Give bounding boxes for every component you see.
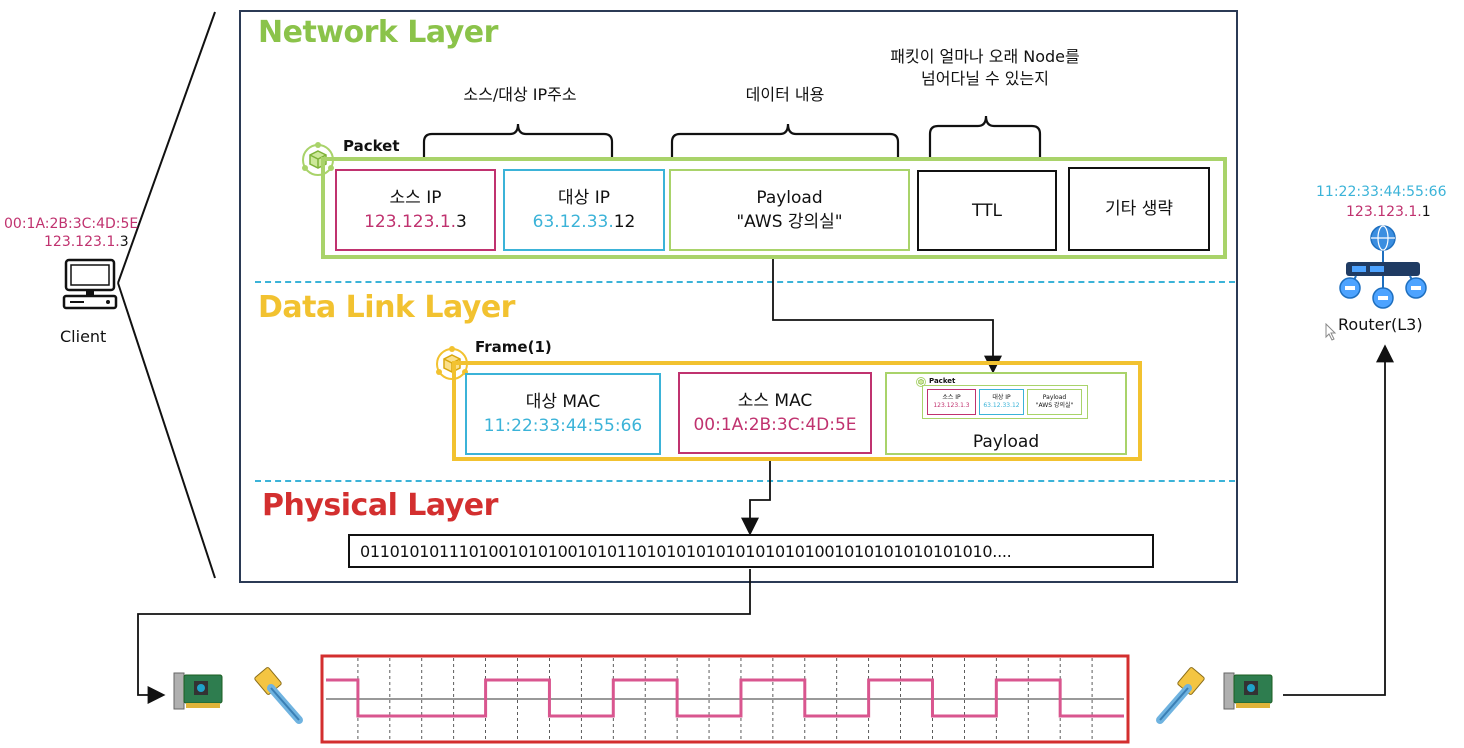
- client-cable-icon: [254, 667, 303, 724]
- packet-src-ip-box: 소스 IP 123.123.1.3: [335, 169, 496, 251]
- mouse-cursor-icon: [1325, 323, 1337, 341]
- router-icon: [1339, 225, 1427, 309]
- packet-etc-label: 기타 생략: [1105, 199, 1173, 219]
- ttl-annotation-line1: 패킷이 얼마나 오래 Node를: [890, 47, 1080, 66]
- packet-src-ip-value: 123.123.1.3: [364, 212, 467, 232]
- router-ip: 123.123.1.1: [1346, 204, 1431, 220]
- physical-layer-title: Physical Layer: [262, 488, 498, 523]
- mini-payload-box: Payload "AWS 강의실": [1027, 389, 1082, 415]
- signal-wave: [326, 678, 1124, 718]
- packet-etc-box: 기타 생략: [1068, 167, 1210, 251]
- frame-dst-mac-value: 11:22:33:44:55:66: [483, 416, 643, 436]
- frame-src-mac-label: 소스 MAC: [737, 391, 813, 411]
- packet-dst-ip-box: 대상 IP 63.12.33.12: [503, 169, 665, 251]
- router-cable-icon: [1156, 667, 1205, 724]
- mini-packet-container: [922, 385, 1088, 419]
- frame-src-mac-value: 00:1A:2B:3C:4D:5E: [693, 415, 857, 435]
- packet-payload-value: "AWS 강의실": [736, 212, 843, 232]
- client-computer-icon: [62, 258, 118, 310]
- data-content-annotation: 데이터 내용: [745, 85, 825, 104]
- packet-dst-ip-label: 대상 IP: [558, 188, 610, 208]
- router-label: Router(L3): [1338, 315, 1423, 334]
- client-mac: 00:1A:2B:3C:4D:5E: [4, 216, 139, 232]
- frame-container: [452, 361, 1142, 461]
- packet-payload-label: Payload: [756, 188, 823, 208]
- network-layer-title: Network Layer: [258, 15, 498, 50]
- ip-range-annotation: 소스/대상 IP주소: [463, 85, 577, 104]
- separator-datalink-physical: [255, 480, 1235, 482]
- mini-packet-tag: Packet: [929, 377, 956, 385]
- frame-dst-mac-box: 대상 MAC 11:22:33:44:55:66: [465, 373, 661, 455]
- client-ip: 123.123.1.3: [44, 234, 129, 250]
- datalink-layer-title: Data Link Layer: [258, 290, 515, 325]
- bitstream-box: 0110101011101001010100101011010101010101…: [348, 534, 1154, 568]
- separator-network-datalink: [255, 281, 1235, 283]
- mini-src-ip-box: 소스 IP 123.123.1.3: [927, 389, 976, 415]
- mini-dst-ip-box: 대상 IP 63.12.33.12: [979, 389, 1024, 415]
- ttl-annotation-line2: 넘어다닐 수 있는지: [921, 69, 1049, 88]
- packet-ttl-label: TTL: [972, 200, 1002, 221]
- ttl-annotation: 패킷이 얼마나 오래 Node를 넘어다닐 수 있는지: [855, 46, 1115, 90]
- packet-src-ip-label: 소스 IP: [389, 188, 442, 208]
- router-nic-icon: [1223, 672, 1273, 710]
- packet-container: [321, 157, 1227, 259]
- packet-payload-box: Payload "AWS 강의실": [669, 169, 910, 251]
- packet-ttl-box: TTL: [917, 170, 1057, 251]
- layer-panel: [239, 10, 1238, 583]
- frame-dst-mac-label: 대상 MAC: [525, 392, 601, 412]
- frame-tag: Frame(1): [475, 338, 552, 356]
- mini-packet-cube-icon: [916, 377, 926, 387]
- bitstream-text: 0110101011101001010100101011010101010101…: [360, 541, 1012, 561]
- client-label: Client: [60, 327, 107, 346]
- signal-waveform: [320, 654, 1130, 744]
- packet-tag: Packet: [343, 137, 400, 155]
- client-nic-icon: [173, 672, 223, 710]
- router-mac: 11:22:33:44:55:66: [1316, 184, 1447, 200]
- frame-src-mac-box: 소스 MAC 00:1A:2B:3C:4D:5E: [678, 372, 872, 454]
- packet-dst-ip-value: 63.12.33.12: [532, 212, 636, 232]
- frame-payload-label: Payload: [972, 432, 1040, 452]
